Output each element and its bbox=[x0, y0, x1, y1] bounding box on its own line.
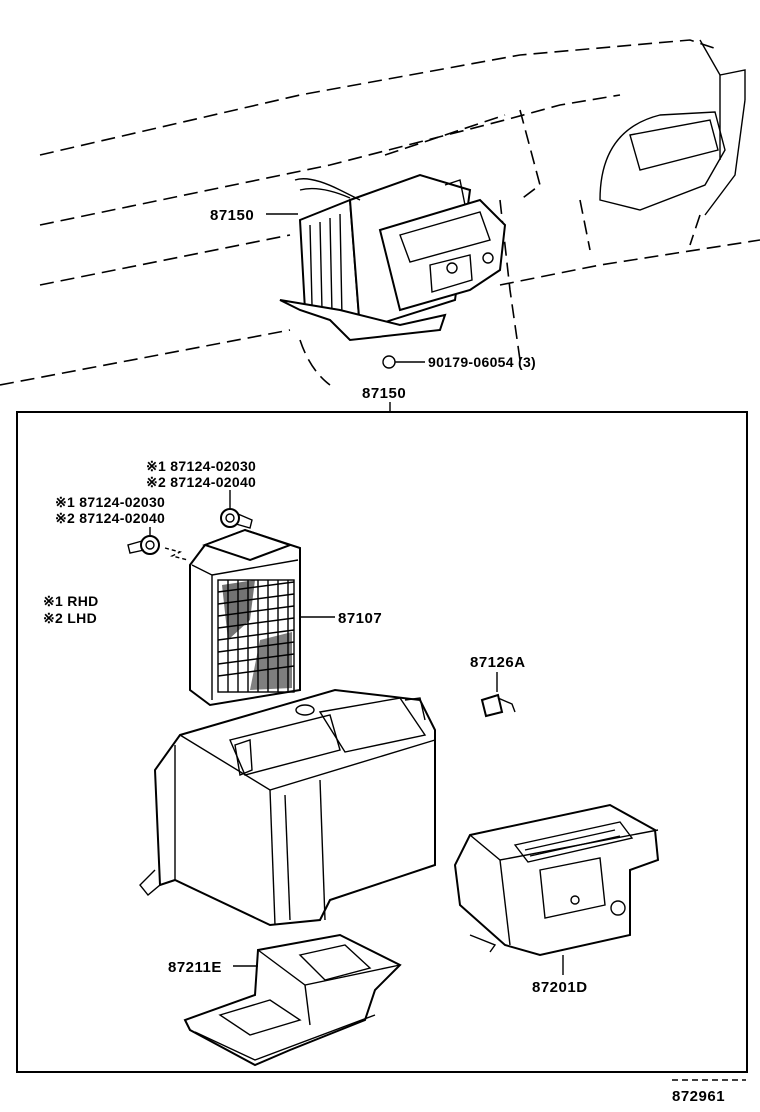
blower-case-icon: 87201D bbox=[453, 803, 660, 996]
callout-screw: 90179-06054 (3) bbox=[428, 354, 536, 370]
heater-case-icon bbox=[139, 688, 436, 927]
callout-clip: 87126A bbox=[470, 654, 526, 671]
figure-number-label: 872961 bbox=[672, 1088, 725, 1105]
water-valve-icon bbox=[127, 508, 253, 561]
valve-callouts: ※1 87124-02030 ※2 87124-02040 ※1 87124-0… bbox=[55, 458, 256, 540]
legend-lhd: ※2 LHD bbox=[43, 610, 97, 626]
lower-case-icon: 87211E bbox=[168, 933, 402, 1067]
exploded-view-frame bbox=[16, 411, 748, 1073]
callout-blower-case: 87201D bbox=[532, 979, 588, 996]
callout-heater-core: 87107 bbox=[338, 610, 382, 627]
region-legend: ※1 RHD ※2 LHD bbox=[43, 593, 99, 626]
clip-icon: 87126A bbox=[470, 654, 526, 718]
callout-valve-lower-1: ※1 87124-02030 bbox=[55, 494, 165, 510]
callout-valve-upper-1: ※1 87124-02030 bbox=[146, 458, 256, 474]
top-callouts: 87150 90179-06054 (3) 87150 bbox=[210, 207, 536, 412]
heater-core-icon: 87107 bbox=[189, 528, 382, 707]
callout-top-assembly: 87150 bbox=[210, 207, 254, 224]
callout-lower-case: 87211E bbox=[168, 959, 222, 976]
callout-box-assembly: 87150 bbox=[362, 385, 406, 402]
legend-rhd: ※1 RHD bbox=[43, 593, 99, 609]
top-heater-assembly bbox=[279, 173, 507, 369]
callout-valve-lower-2: ※2 87124-02040 bbox=[55, 510, 165, 526]
figure-number: 872961 bbox=[672, 1079, 746, 1105]
callout-valve-upper-2: ※2 87124-02040 bbox=[146, 474, 256, 490]
